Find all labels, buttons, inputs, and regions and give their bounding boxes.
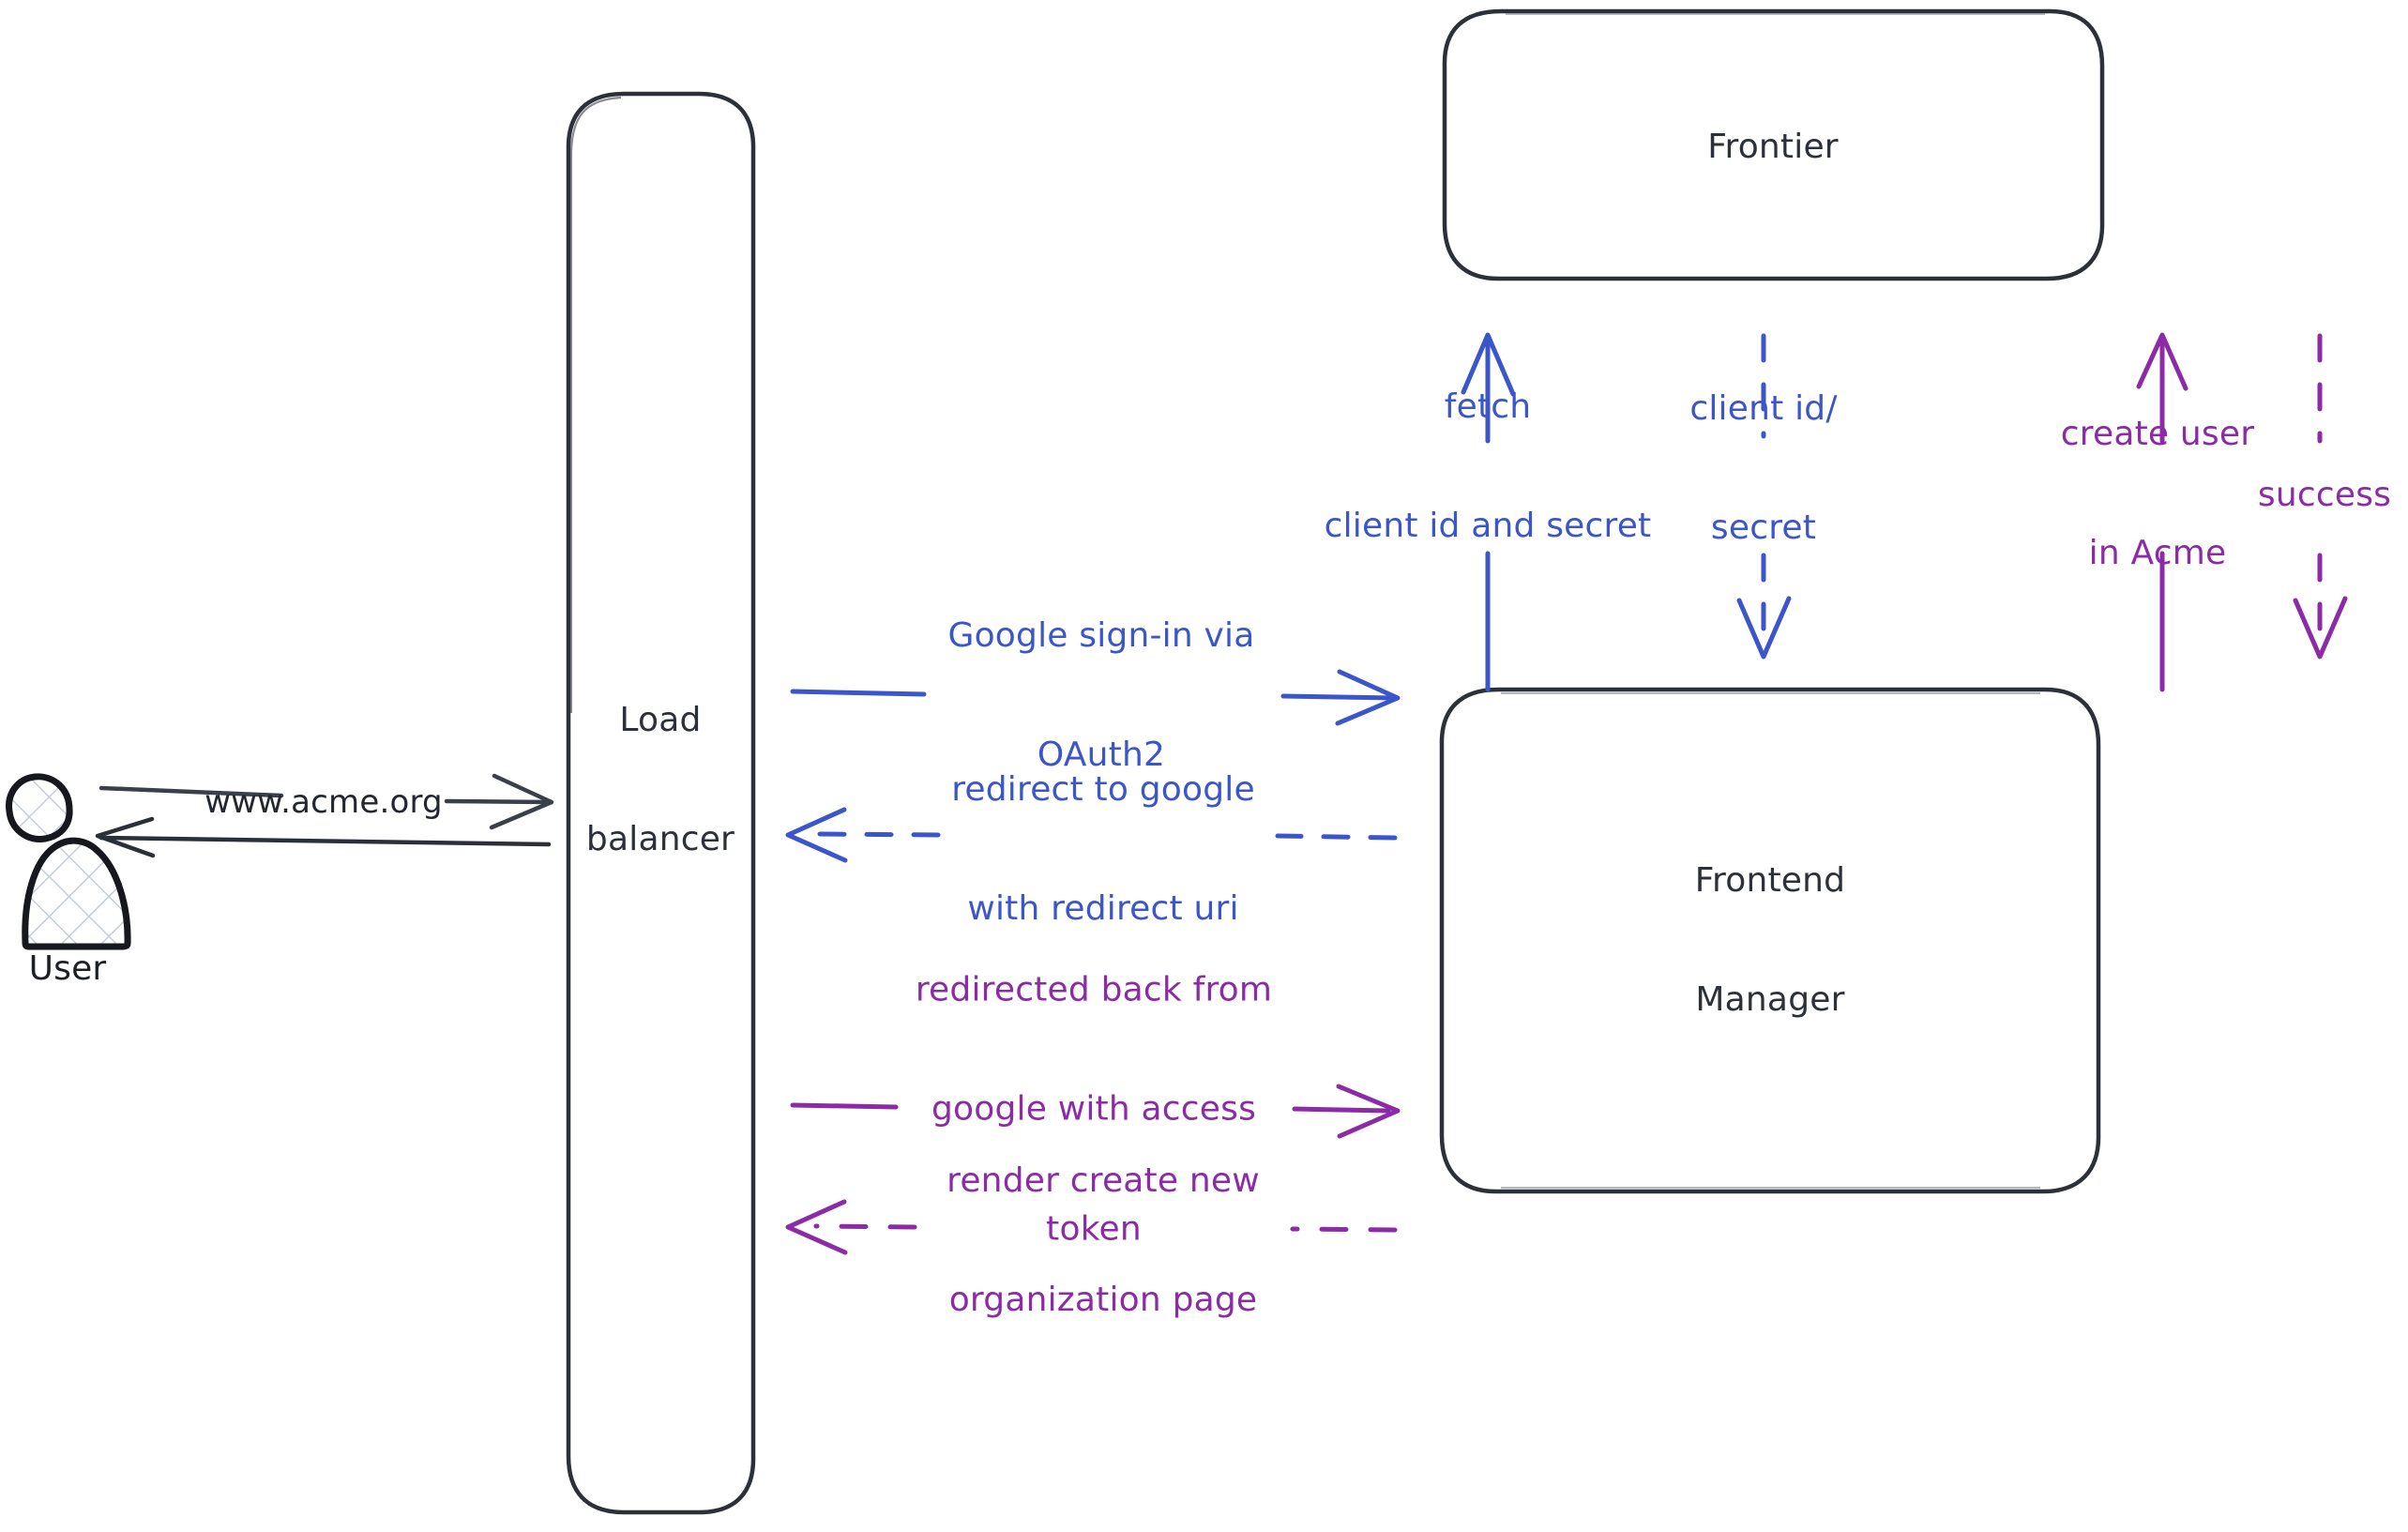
edge-label-redirected-back-token: redirected back from google with access … — [916, 890, 1272, 1328]
edge-label-redirected-back-line2: google with access — [931, 1089, 1257, 1129]
load-balancer-box[interactable] — [566, 91, 756, 1515]
arrow-fm-to-lb-redirect — [785, 807, 1398, 863]
edge-label-client-id-secret-line1: client id/ — [1689, 389, 1838, 429]
arrow-fm-to-frontier-create-user — [2136, 332, 2188, 692]
edge-label-create-user-line1: create user — [2060, 415, 2255, 454]
load-balancer-label-line2: balancer — [585, 820, 735, 859]
user-actor-label: User — [28, 949, 107, 988]
edge-label-create-user-acme: create user in Acme — [2061, 335, 2254, 654]
edge-label-render-org-page: render create new organization page — [947, 1082, 1260, 1401]
frontend-manager-box[interactable] — [1439, 687, 2101, 1194]
edge-label-www-acme-org: www.acme.org — [204, 782, 443, 821]
frontend-manager-label: Frontend Manager — [1695, 781, 1845, 1100]
edge-label-render-org-line2: organization page — [948, 1281, 1258, 1320]
edge-label-redirect-google-line1: redirect to google — [951, 770, 1255, 810]
arrow-lb-to-user — [95, 816, 552, 858]
load-balancer-label: Load balancer — [586, 621, 735, 940]
load-balancer-label-line1: Load — [619, 701, 702, 740]
edge-label-render-org-line1: render create new — [947, 1161, 1260, 1201]
edge-label-fetch-line1: fetch — [1444, 387, 1532, 427]
frontend-manager-label-line1: Frontend — [1694, 861, 1846, 901]
arrow-lb-to-fm-signin — [790, 669, 1401, 726]
edge-label-success: success — [2257, 475, 2392, 514]
arrow-frontier-to-fm-credentials — [1736, 333, 1792, 660]
edge-label-fetch-client-secret: fetch client id and secret — [1325, 308, 1652, 627]
edge-label-redirected-back-line3: token — [1046, 1209, 1142, 1249]
edge-label-redirected-back-line1: redirected back from — [915, 970, 1273, 1009]
arrow-user-to-lb — [98, 773, 554, 830]
edge-label-fetch-line2: client id and secret — [1324, 507, 1652, 546]
edge-label-google-signin-line2: OAuth2 — [1037, 736, 1166, 775]
arrow-frontier-to-fm-success — [2293, 333, 2348, 660]
edge-label-client-id-secret: client id/ secret — [1689, 310, 1837, 629]
arrow-lb-to-fm-token — [790, 1084, 1401, 1139]
frontend-manager-label-line2: Manager — [1695, 980, 1845, 1020]
frontier-box[interactable] — [1442, 8, 2105, 281]
edge-label-client-id-secret-line2: secret — [1710, 508, 1817, 548]
edge-label-google-signin-line1: Google sign-in via — [947, 616, 1255, 656]
edge-label-create-user-line2: in Acme — [2088, 534, 2227, 573]
frontier-label: Frontier — [1707, 127, 1839, 166]
arrow-fm-to-frontier-fetch — [1461, 332, 1516, 692]
edge-label-redirect-google-line2: with redirect uri — [967, 889, 1239, 929]
edge-label-google-signin: Google sign-in via OAuth2 — [947, 537, 1254, 856]
user-actor-figure — [6, 773, 131, 950]
arrow-fm-to-lb-render-org — [785, 1199, 1398, 1255]
edge-label-redirect-google: redirect to google with redirect uri — [951, 690, 1255, 1009]
